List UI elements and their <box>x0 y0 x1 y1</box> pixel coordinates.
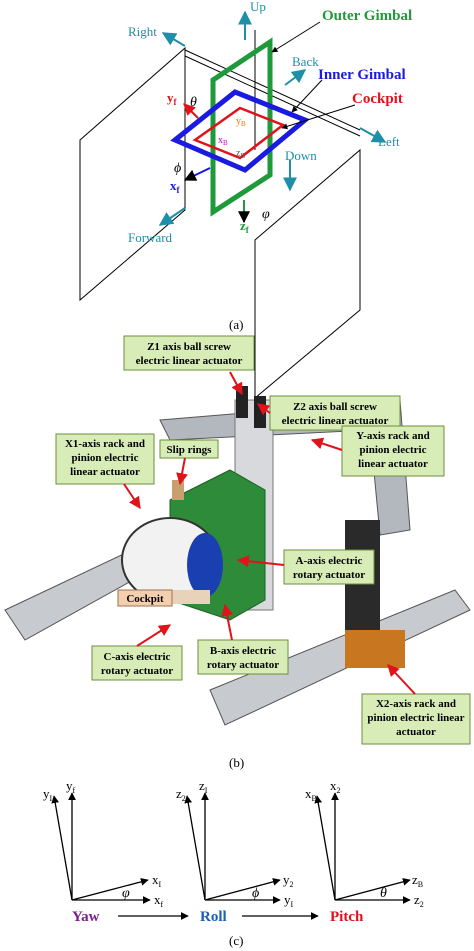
panel-a: Up Right Back Left Down Forward Outer Gi… <box>79 0 412 400</box>
svg-text:yI: yI <box>43 786 53 803</box>
svg-text:yf: yf <box>66 778 76 795</box>
label-y: Y-axis rack and pinion electric linear a… <box>341 425 445 477</box>
label-left: Left <box>378 134 400 149</box>
label-up: Up <box>250 0 266 14</box>
svg-text:linear actuator: linear actuator <box>358 458 428 470</box>
label-psi-a: φ <box>262 207 270 222</box>
svg-text:φ: φ <box>122 886 130 901</box>
svg-text:y2: y2 <box>283 872 294 889</box>
svg-text:rotary actuator: rotary actuator <box>293 569 365 581</box>
label-z1: Z1 axis ball screw electric linear actua… <box>123 335 255 371</box>
x2-carriage <box>345 630 405 668</box>
outer-gimbal-frame <box>210 37 273 217</box>
svg-text:zB: zB <box>412 872 423 889</box>
label-slip: Slip rings <box>159 439 219 459</box>
label-a: A-axis electric rotary actuator <box>283 549 375 585</box>
inner-gimbal-frame <box>170 89 310 173</box>
svg-text:z2: z2 <box>414 892 424 909</box>
svg-text:linear actuator: linear actuator <box>70 466 140 478</box>
label-back: Back <box>292 54 319 69</box>
label-xf: xf <box>170 178 181 195</box>
label-forward: Forward <box>128 230 173 245</box>
svg-text:pinion electric: pinion electric <box>72 452 139 464</box>
svg-text:Slip rings: Slip rings <box>167 444 213 456</box>
label-c: C-axis electric rotary actuator <box>91 645 183 681</box>
svg-text:ϕ: ϕ <box>252 886 259 901</box>
svg-text:X1-axis rack and: X1-axis rack and <box>65 438 145 450</box>
label-cockpit-a: Cockpit <box>352 91 403 107</box>
svg-text:pinion electric: pinion electric <box>360 444 427 456</box>
svg-text:X2-axis rack and: X2-axis rack and <box>376 698 456 710</box>
z1-line1: Z1 axis ball screw <box>147 341 231 353</box>
label-zf: zf <box>240 218 250 235</box>
svg-text:Z2 axis ball screw: Z2 axis ball screw <box>293 401 377 413</box>
panel-c: yI yf xI xf φ z2 zI y2 yI ϕ xB x2 zB <box>43 778 424 948</box>
caption-a: (a) <box>229 317 243 332</box>
label-z2: Z2 axis ball screw electric linear actua… <box>269 395 401 431</box>
svg-text:rotary actuator: rotary actuator <box>101 665 173 677</box>
label-right: Right <box>128 24 157 39</box>
svg-text:yI: yI <box>284 892 294 909</box>
right-plane <box>254 148 361 400</box>
label-down: Down <box>285 148 317 163</box>
label-phi-a: ϕ <box>174 161 181 176</box>
left-plane <box>79 46 186 302</box>
frame-roll: z2 zI y2 yI ϕ <box>176 778 294 909</box>
svg-text:z2: z2 <box>176 786 186 803</box>
label-b: B-axis electric rotary actuator <box>197 639 289 675</box>
svg-text:x2: x2 <box>330 778 341 795</box>
svg-text:Cockpit: Cockpit <box>126 593 164 605</box>
svg-text:electric linear actuator: electric linear actuator <box>282 415 389 427</box>
z-motor-1 <box>236 386 248 418</box>
panel-b: Z1 axis ball screw electric linear actua… <box>4 335 471 770</box>
label-inner-gimbal: Inner Gimbal <box>318 67 406 83</box>
svg-text:B-axis electric: B-axis electric <box>210 645 276 657</box>
step-pitch: Pitch <box>330 909 364 925</box>
z1-line2: electric linear actuator <box>136 355 243 367</box>
z-motor-2 <box>254 396 266 428</box>
svg-text:zI: zI <box>199 778 208 795</box>
frame-yaw: yI yf xI xf φ <box>43 778 164 909</box>
svg-text:electric linear actuator: electric linear actuator <box>136 355 243 367</box>
svg-text:xB: xB <box>305 786 317 803</box>
label-outer-gimbal: Outer Gimbal <box>322 8 412 24</box>
label-cockpit-b: Cockpit <box>117 589 173 607</box>
label-xb: xB <box>218 135 228 147</box>
label-zb: zB <box>236 148 245 160</box>
label-theta-a: θ <box>190 95 197 110</box>
label-yf: yf <box>167 90 178 107</box>
step-roll: Roll <box>200 909 227 925</box>
svg-text:pinion electric linear: pinion electric linear <box>367 712 464 724</box>
frame-pitch: xB x2 zB z2 θ <box>305 778 424 909</box>
svg-text:C-axis electric: C-axis electric <box>104 651 171 663</box>
svg-text:Y-axis rack and: Y-axis rack and <box>356 430 430 442</box>
label-x1: X1-axis rack and pinion electric linear … <box>55 433 155 485</box>
svg-text:Z1 axis ball screw: Z1 axis ball screw <box>147 341 231 353</box>
svg-text:A-axis electric: A-axis electric <box>296 555 363 567</box>
svg-text:rotary actuator: rotary actuator <box>207 659 279 671</box>
svg-text:actuator: actuator <box>396 726 436 738</box>
svg-text:xI: xI <box>152 872 162 889</box>
caption-c: (c) <box>229 933 243 948</box>
label-x2: X2-axis rack and pinion electric linear … <box>361 693 471 745</box>
caption-b: (b) <box>229 755 244 770</box>
svg-text:xf: xf <box>154 892 164 909</box>
svg-text:θ: θ <box>380 886 387 901</box>
label-yb: yB <box>236 116 246 128</box>
step-yaw: Yaw <box>72 909 100 925</box>
